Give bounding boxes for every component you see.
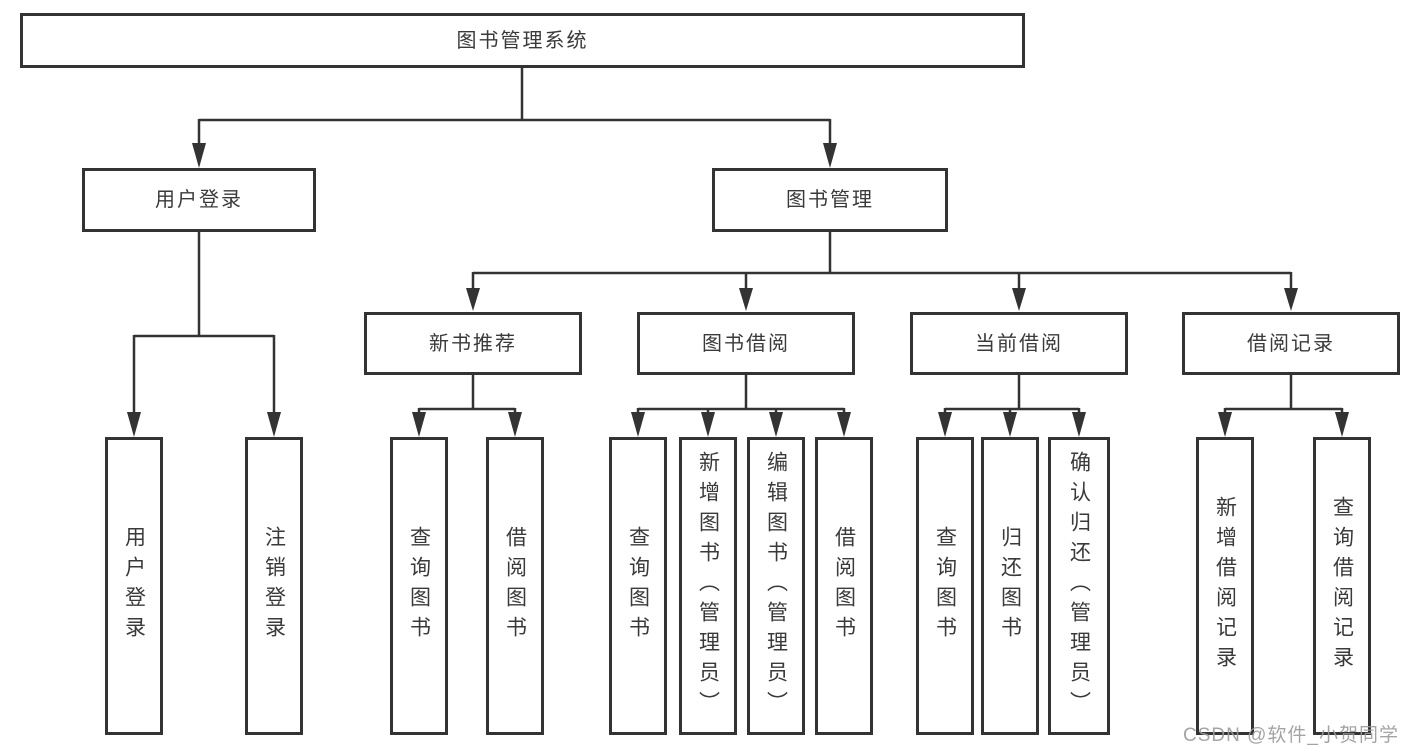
arrowhead xyxy=(739,288,753,311)
node-label: 图书管理系统 xyxy=(456,29,589,52)
connector-book-mgmt-to-sections xyxy=(466,231,1298,311)
arrowhead xyxy=(192,143,206,168)
leaf-label: 查询图书 xyxy=(407,526,431,646)
connector-new-books-to-leaves xyxy=(412,374,522,437)
leaf-label: 借阅图书 xyxy=(503,526,527,646)
node-label: 图书管理 xyxy=(786,189,874,211)
leaf-label: 查询借阅记录 xyxy=(1330,496,1354,676)
arrowhead xyxy=(1284,288,1298,311)
arrowhead xyxy=(267,412,281,437)
connector-current-borrow-to-leaves xyxy=(938,374,1086,437)
node-new-book-recommend: 新书推荐 xyxy=(364,312,582,375)
arrowhead xyxy=(1012,288,1026,311)
node-label: 借阅记录 xyxy=(1247,332,1335,355)
leaf-borrow-books: 借阅图书 xyxy=(486,437,544,735)
arrowhead xyxy=(412,412,426,437)
connector-borrow-records-to-leaves xyxy=(1218,374,1349,437)
leaf-query-books: 查询图书 xyxy=(916,437,974,735)
leaf-return-book: 归还图书 xyxy=(981,437,1039,735)
arrowhead xyxy=(1072,412,1086,437)
node-current-borrowing: 当前借阅 xyxy=(910,312,1128,375)
node-book-management: 图书管理 xyxy=(712,168,948,232)
arrowhead xyxy=(1003,412,1017,437)
connector-book-borrow-to-leaves xyxy=(631,374,851,437)
node-borrowing-records: 借阅记录 xyxy=(1182,312,1400,375)
node-label: 用户登录 xyxy=(155,189,243,211)
arrowhead xyxy=(769,412,783,437)
node-label: 当前借阅 xyxy=(975,332,1063,355)
leaf-query-books: 查询图书 xyxy=(609,437,667,735)
arrowhead xyxy=(1218,412,1232,437)
leaf-logout: 注销登录 xyxy=(245,437,303,735)
connector-root-to-branches xyxy=(192,67,837,168)
leaf-label: 查询图书 xyxy=(626,526,650,646)
node-book-borrowing: 图书借阅 xyxy=(637,312,855,375)
leaf-borrow-books: 借阅图书 xyxy=(815,437,873,735)
leaf-confirm-return-admin: 确认归还（管理员） xyxy=(1048,437,1110,735)
leaf-add-borrow-record: 新增借阅记录 xyxy=(1196,437,1254,735)
leaf-add-book-admin: 新增图书（管理员） xyxy=(679,437,737,735)
node-user-login: 用户登录 xyxy=(82,168,316,232)
connector-user-login-to-leaves xyxy=(127,231,281,437)
arrowhead xyxy=(938,412,952,437)
leaf-label: 新增图书（管理员） xyxy=(696,451,720,721)
leaf-user-login: 用户登录 xyxy=(105,437,163,735)
arrowhead xyxy=(466,288,480,311)
arrowhead xyxy=(823,143,837,168)
arrowhead xyxy=(127,412,141,437)
leaf-label: 新增借阅记录 xyxy=(1213,496,1237,676)
arrowhead xyxy=(631,412,645,437)
leaf-label: 归还图书 xyxy=(998,526,1022,646)
leaf-label: 注销登录 xyxy=(262,526,286,646)
leaf-label: 编辑图书（管理员） xyxy=(764,451,788,721)
leaf-query-books: 查询图书 xyxy=(390,437,448,735)
leaf-label: 查询图书 xyxy=(933,526,957,646)
arrowhead xyxy=(508,412,522,437)
arrowhead xyxy=(837,412,851,437)
csdn-watermark: CSDN @软件_小贺同学 xyxy=(1183,725,1399,746)
leaf-label: 用户登录 xyxy=(122,526,146,646)
leaf-label: 确认归还（管理员） xyxy=(1067,451,1091,721)
arrowhead xyxy=(1335,412,1349,437)
node-root: 图书管理系统 xyxy=(20,13,1025,68)
node-label: 图书借阅 xyxy=(702,332,790,355)
node-label: 新书推荐 xyxy=(429,332,517,355)
arrowhead xyxy=(701,412,715,437)
leaf-query-borrow-record: 查询借阅记录 xyxy=(1313,437,1371,735)
leaf-label: 借阅图书 xyxy=(832,526,856,646)
leaf-edit-book-admin: 编辑图书（管理员） xyxy=(747,437,805,735)
